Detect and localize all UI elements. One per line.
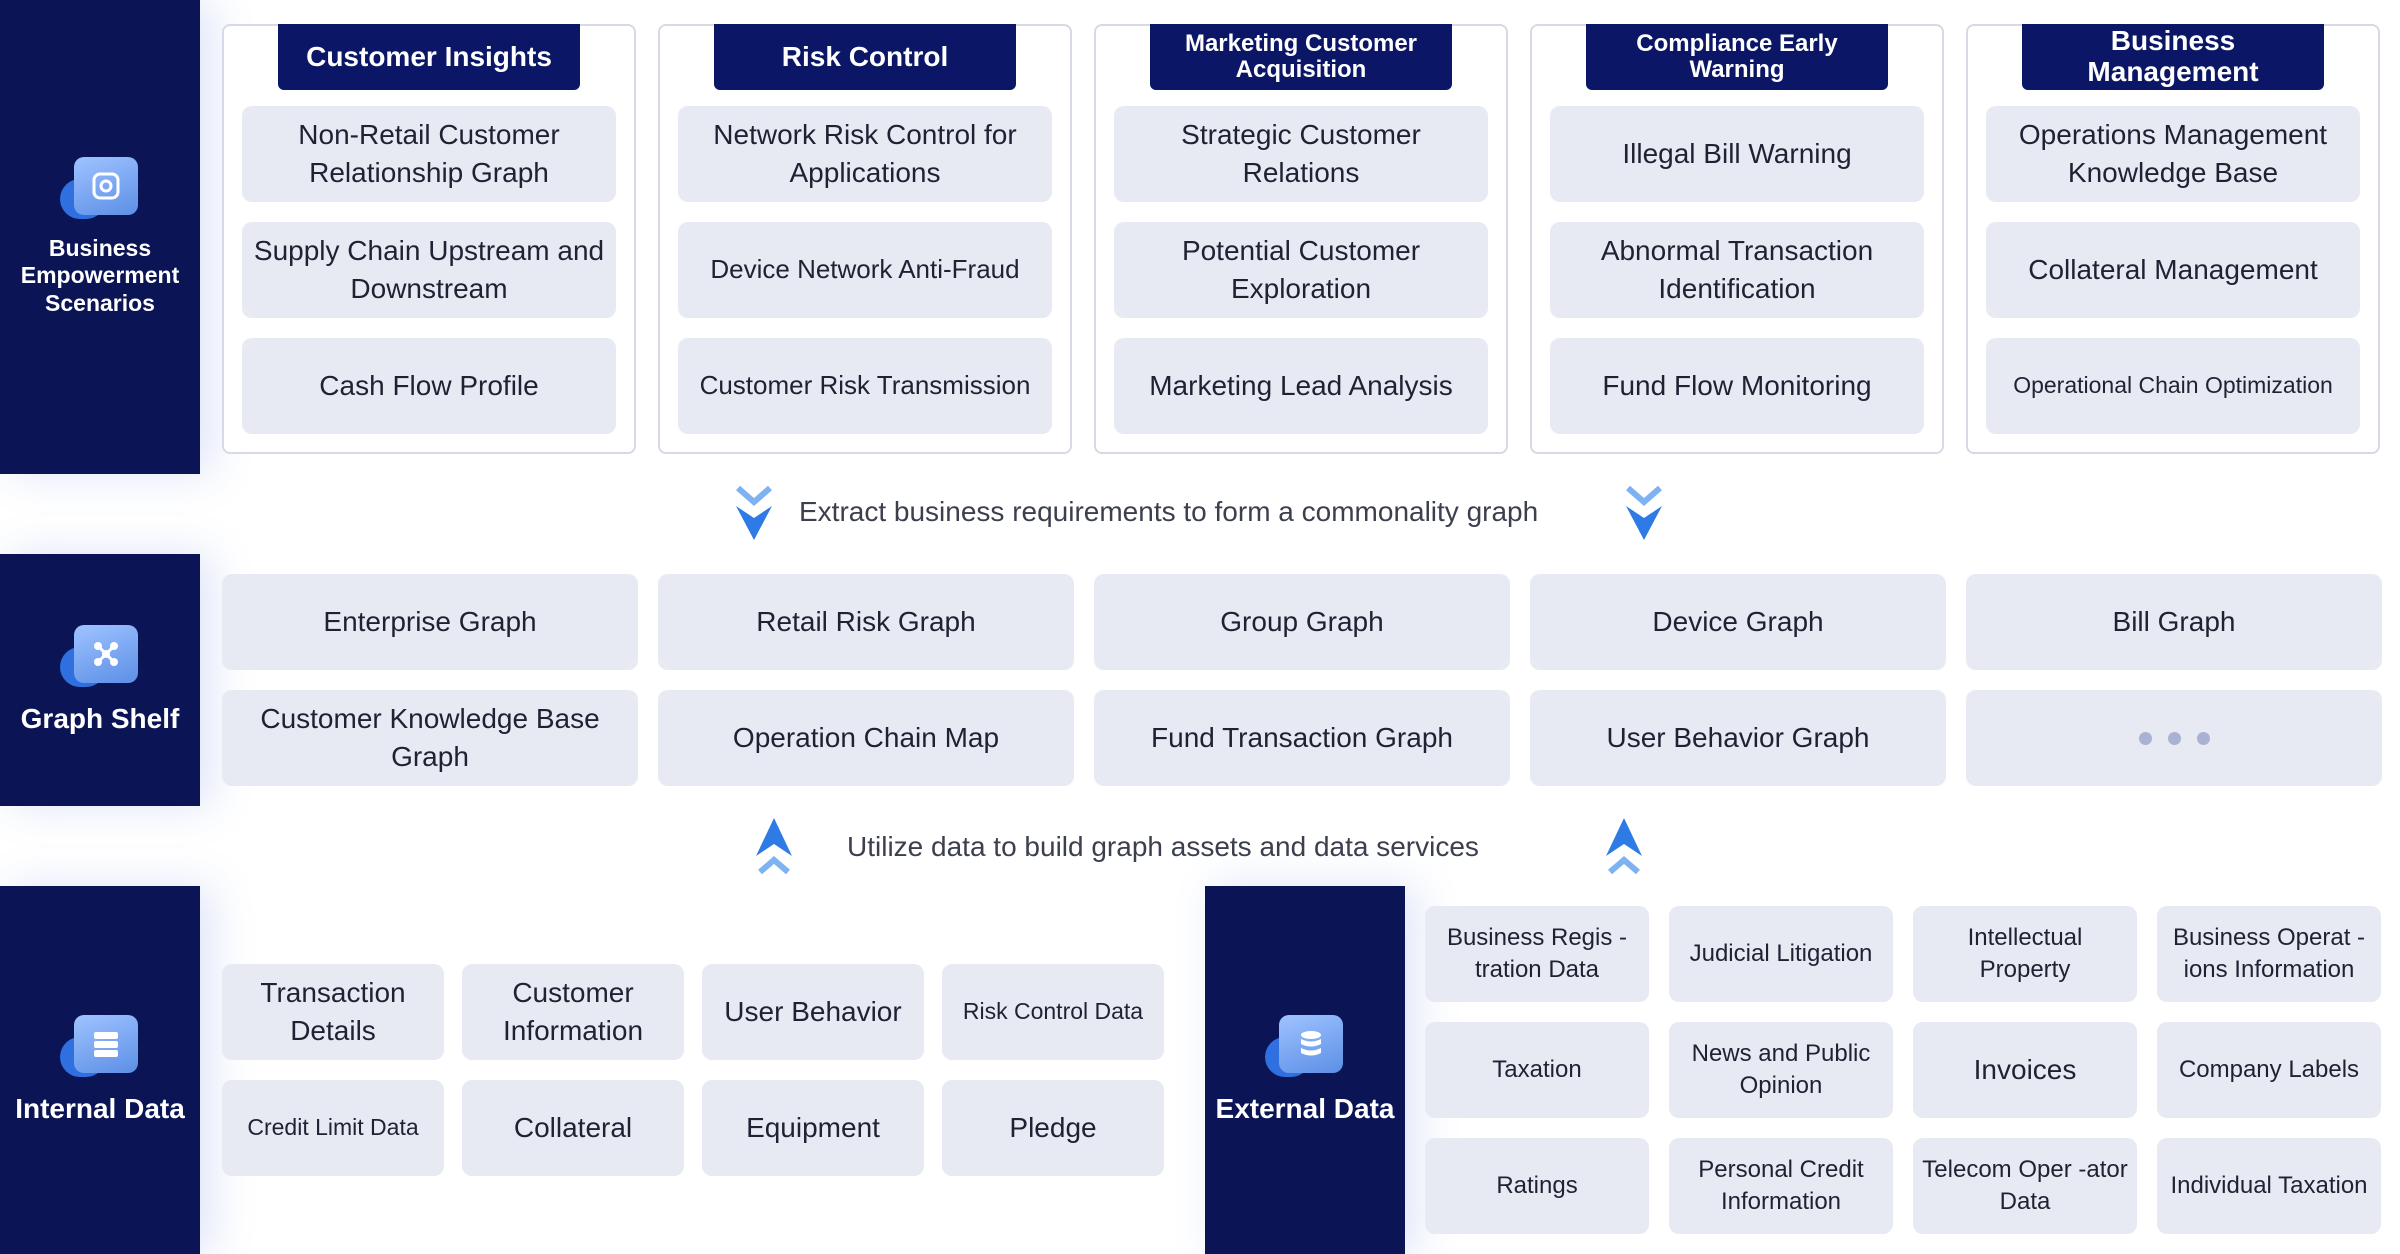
external-data-item: Ratings	[1425, 1138, 1649, 1234]
scenario-title: Customer Insights	[278, 24, 580, 90]
scenario-item: Illegal Bill Warning	[1550, 106, 1924, 202]
scenario-item: Customer Risk Transmission	[678, 338, 1052, 434]
external-data-item: News and Public Opinion	[1669, 1022, 1893, 1118]
scenario-item: Supply Chain Upstream and Downstream	[242, 222, 616, 318]
business-scenarios-label: Business Empowerment Scenarios	[20, 234, 180, 316]
graph-item: Device Graph	[1530, 574, 1946, 670]
utilize-data-text: Utilize data to build graph assets and d…	[847, 831, 1479, 862]
graph-item: Retail Risk Graph	[658, 574, 1074, 670]
graph-item: Operation Chain Map	[658, 690, 1074, 786]
database-icon	[1265, 1015, 1345, 1079]
internal-data-item: Credit Limit Data	[222, 1080, 444, 1176]
internal-data-item: Customer Information	[462, 964, 684, 1060]
graph-item: User Behavior Graph	[1530, 690, 1946, 786]
server-icon	[60, 1015, 140, 1079]
internal-data-item: User Behavior	[702, 964, 924, 1060]
external-data-item: Business Operat -ions Information	[2157, 906, 2381, 1002]
internal-data-item: Collateral	[462, 1080, 684, 1176]
scenario-item: Network Risk Control for Applications	[678, 106, 1052, 202]
graph-item: Bill Graph	[1966, 574, 2382, 670]
internal-data-block: Internal Data	[0, 886, 200, 1254]
graph-item: Group Graph	[1094, 574, 1510, 670]
external-data-item: Business Regis -tration Data	[1425, 906, 1649, 1002]
chevron-up-icon	[1604, 816, 1644, 875]
external-data-item: Individual Taxation	[2157, 1138, 2381, 1234]
internal-data-item: Equipment	[702, 1080, 924, 1176]
internal-data-item: Pledge	[942, 1080, 1164, 1176]
scenario-title: Risk Control	[714, 24, 1016, 90]
scenario-item: Collateral Management	[1986, 222, 2360, 318]
scenario-item: Operations Management Knowledge Base	[1986, 106, 2360, 202]
graph-icon	[60, 625, 140, 689]
more-graphs-item	[1966, 690, 2382, 786]
external-data-label: External Data	[1215, 1093, 1395, 1124]
scenario-title: Marketing Customer Acquisition	[1150, 24, 1452, 90]
external-data-item: Company Labels	[2157, 1022, 2381, 1118]
scenario-icon	[60, 156, 140, 221]
internal-data-item: Risk Control Data	[942, 964, 1164, 1060]
scenario-item: Fund Flow Monitoring	[1550, 338, 1924, 434]
scenario-title: Business Management	[2022, 24, 2324, 90]
scenario-item: Abnormal Transaction Identification	[1550, 222, 1924, 318]
extract-requirements-text: Extract business requirements to form a …	[799, 496, 1539, 527]
graph-shelf-block: Graph Shelf	[0, 554, 200, 806]
graph-item: Customer Knowledge Base Graph	[222, 690, 638, 786]
scenario-item: Device Network Anti-Fraud	[678, 222, 1052, 318]
scenario-item: Non-Retail Customer Relationship Graph	[242, 106, 616, 202]
external-data-item: Intellectual Property	[1913, 906, 2137, 1002]
scenario-item: Marketing Lead Analysis	[1114, 338, 1488, 434]
external-data-item: Judicial Litigation	[1669, 906, 1893, 1002]
internal-data-label: Internal Data	[15, 1093, 185, 1124]
chevron-down-icon	[1622, 484, 1666, 542]
chevron-up-icon	[754, 816, 794, 875]
external-data-item: Taxation	[1425, 1022, 1649, 1118]
external-data-item: Invoices	[1913, 1022, 2137, 1118]
graph-shelf-label: Graph Shelf	[20, 703, 180, 734]
more-dots-icon	[2138, 731, 2210, 745]
graph-item: Enterprise Graph	[222, 574, 638, 670]
scenario-item: Operational Chain Optimization	[1986, 338, 2360, 434]
business-scenarios-block: Business Empowerment Scenarios	[0, 0, 200, 474]
scenario-item: Potential Customer Exploration	[1114, 222, 1488, 318]
chevron-down-icon	[732, 484, 776, 542]
graph-item: Fund Transaction Graph	[1094, 690, 1510, 786]
external-data-item: Telecom Oper -ator Data	[1913, 1138, 2137, 1234]
internal-data-item: Transaction Details	[222, 964, 444, 1060]
scenario-item: Cash Flow Profile	[242, 338, 616, 434]
scenario-title: Compliance Early Warning	[1586, 24, 1888, 90]
external-data-block: External Data	[1205, 886, 1405, 1254]
external-data-item: Personal Credit Information	[1669, 1138, 1893, 1234]
scenario-item: Strategic Customer Relations	[1114, 106, 1488, 202]
